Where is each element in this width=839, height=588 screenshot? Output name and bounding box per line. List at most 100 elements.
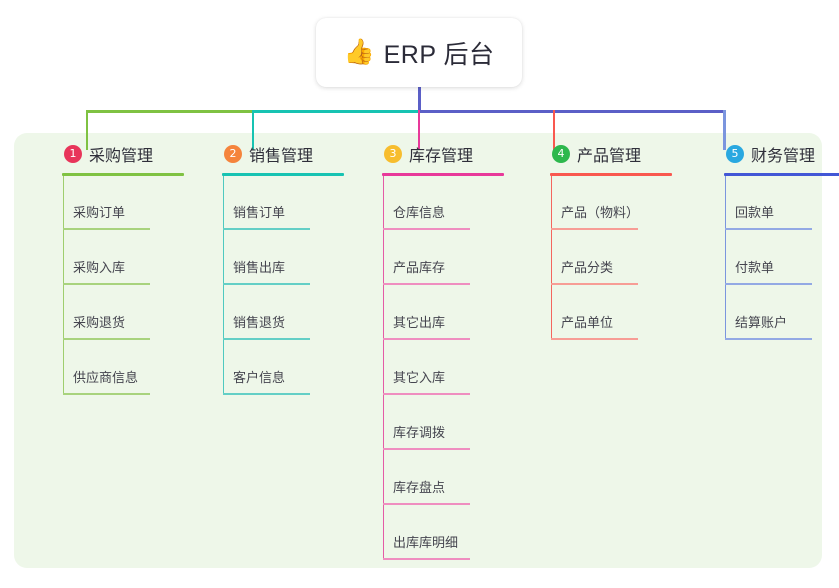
- leaf-node[interactable]: 库存调拨: [360, 396, 520, 451]
- leaf-node-label: 仓库信息: [393, 205, 446, 220]
- column-4: 4 产品管理产品（物料） 产品分类产品单位: [528, 133, 688, 340]
- column-spine: [551, 176, 552, 339]
- column-3: 3 库存管理仓库信息产品库存其它出库其它入库库存调拨库存盘点出库库明细: [360, 133, 520, 560]
- column-spine: [63, 176, 64, 394]
- thumbs-up-icon: 👍: [343, 38, 375, 66]
- bus-segment-green: [86, 110, 255, 113]
- root-node-erp-backend[interactable]: 👍 ERP 后台: [316, 18, 522, 87]
- column-header-1[interactable]: 1 采购管理: [40, 133, 200, 175]
- column-spine: [383, 176, 384, 559]
- leaf-node[interactable]: 供应商信息: [40, 341, 200, 396]
- leaf-node-label: 结算账户: [735, 315, 788, 330]
- leaf-node-underline: [383, 228, 470, 230]
- leaf-node-underline: [383, 393, 470, 395]
- leaf-node-label: 库存盘点: [393, 480, 446, 495]
- leaf-node[interactable]: 采购订单: [40, 176, 200, 231]
- leaf-node[interactable]: 结算账户: [702, 286, 839, 341]
- leaf-node-underline: [383, 448, 470, 450]
- column-items: 产品（物料） 产品分类产品单位: [528, 176, 688, 341]
- leaf-node[interactable]: 出库库明细: [360, 506, 520, 561]
- leaf-node[interactable]: 库存盘点: [360, 451, 520, 506]
- column-header-5[interactable]: 5 财务管理: [702, 133, 839, 175]
- column-header-4[interactable]: 4 产品管理: [528, 133, 688, 175]
- leaf-node[interactable]: 销售出库: [200, 231, 360, 286]
- column-header-3[interactable]: 3 库存管理: [360, 133, 520, 175]
- column-title: 库存管理: [409, 148, 474, 165]
- column-title: 产品管理: [577, 148, 642, 165]
- leaf-node[interactable]: 销售退货: [200, 286, 360, 341]
- column-drop-1: [86, 110, 88, 150]
- column-number-badge: 5: [726, 145, 744, 163]
- leaf-node-label: 销售订单: [233, 205, 286, 220]
- leaf-node-label: 供应商信息: [73, 370, 139, 385]
- root-node-label: ERP 后台: [383, 40, 495, 69]
- column-items: 回款单付款单结算账户: [702, 176, 839, 341]
- leaf-node-underline: [551, 228, 638, 230]
- leaf-node-label: 其它入库: [393, 370, 446, 385]
- column-header-underline: [382, 173, 504, 176]
- leaf-node[interactable]: 销售订单: [200, 176, 360, 231]
- leaf-node-label: 产品库存: [393, 260, 446, 275]
- leaf-node-label: 产品分类: [561, 260, 614, 275]
- leaf-node-underline: [63, 338, 150, 340]
- bus-segment-teal: [252, 110, 421, 113]
- leaf-node-underline: [223, 228, 310, 230]
- leaf-node-underline: [223, 393, 310, 395]
- column-title: 采购管理: [89, 148, 154, 165]
- column-title: 销售管理: [249, 148, 314, 165]
- root-stem: [418, 86, 421, 113]
- leaf-node-underline: [223, 338, 310, 340]
- leaf-node-label: 客户信息: [233, 370, 286, 385]
- leaf-node[interactable]: 客户信息: [200, 341, 360, 396]
- column-title: 财务管理: [751, 148, 816, 165]
- leaf-node-underline: [383, 338, 470, 340]
- leaf-node-underline: [551, 283, 638, 285]
- column-items: 仓库信息产品库存其它出库其它入库库存调拨库存盘点出库库明细: [360, 176, 520, 561]
- column-number-badge: 3: [384, 145, 402, 163]
- leaf-node-underline: [725, 283, 812, 285]
- column-header-underline: [222, 173, 344, 176]
- column-drop-5: [723, 110, 726, 150]
- leaf-node-underline: [383, 283, 470, 285]
- leaf-node[interactable]: 产品库存: [360, 231, 520, 286]
- column-items: 采购订单采购入库采购退货供应商信息: [40, 176, 200, 396]
- leaf-node-underline: [223, 283, 310, 285]
- leaf-node[interactable]: 产品（物料）: [528, 176, 688, 231]
- leaf-node[interactable]: 其它出库: [360, 286, 520, 341]
- column-header-underline: [62, 173, 184, 176]
- column-number-badge: 1: [64, 145, 82, 163]
- leaf-node-label: 采购订单: [73, 205, 126, 220]
- leaf-node-label: 产品单位: [561, 315, 614, 330]
- bus-segment-blue: [418, 110, 726, 113]
- column-number-badge: 4: [552, 145, 570, 163]
- leaf-node-label: 销售退货: [233, 315, 286, 330]
- column-drop-4: [553, 110, 555, 150]
- leaf-node-underline: [551, 338, 638, 340]
- leaf-node-underline: [63, 283, 150, 285]
- column-spine: [223, 176, 224, 394]
- leaf-node-underline: [383, 503, 470, 505]
- leaf-node-label: 采购退货: [73, 315, 126, 330]
- column-header-underline: [550, 173, 672, 176]
- leaf-node-label: 采购入库: [73, 260, 126, 275]
- leaf-node-label: 回款单: [735, 205, 775, 220]
- leaf-node-underline: [383, 558, 470, 560]
- leaf-node-underline: [725, 338, 812, 340]
- column-header-underline: [724, 173, 839, 176]
- column-spine: [725, 176, 726, 339]
- leaf-node-label: 付款单: [735, 260, 775, 275]
- diagram-board: [14, 133, 822, 568]
- leaf-node[interactable]: 付款单: [702, 231, 839, 286]
- column-drop-2: [252, 110, 254, 150]
- leaf-node[interactable]: 产品单位: [528, 286, 688, 341]
- leaf-node[interactable]: 回款单: [702, 176, 839, 231]
- leaf-node[interactable]: 采购入库: [40, 231, 200, 286]
- leaf-node[interactable]: 采购退货: [40, 286, 200, 341]
- leaf-node[interactable]: 仓库信息: [360, 176, 520, 231]
- leaf-node[interactable]: 产品分类: [528, 231, 688, 286]
- leaf-node-label: 销售出库: [233, 260, 286, 275]
- leaf-node[interactable]: 其它入库: [360, 341, 520, 396]
